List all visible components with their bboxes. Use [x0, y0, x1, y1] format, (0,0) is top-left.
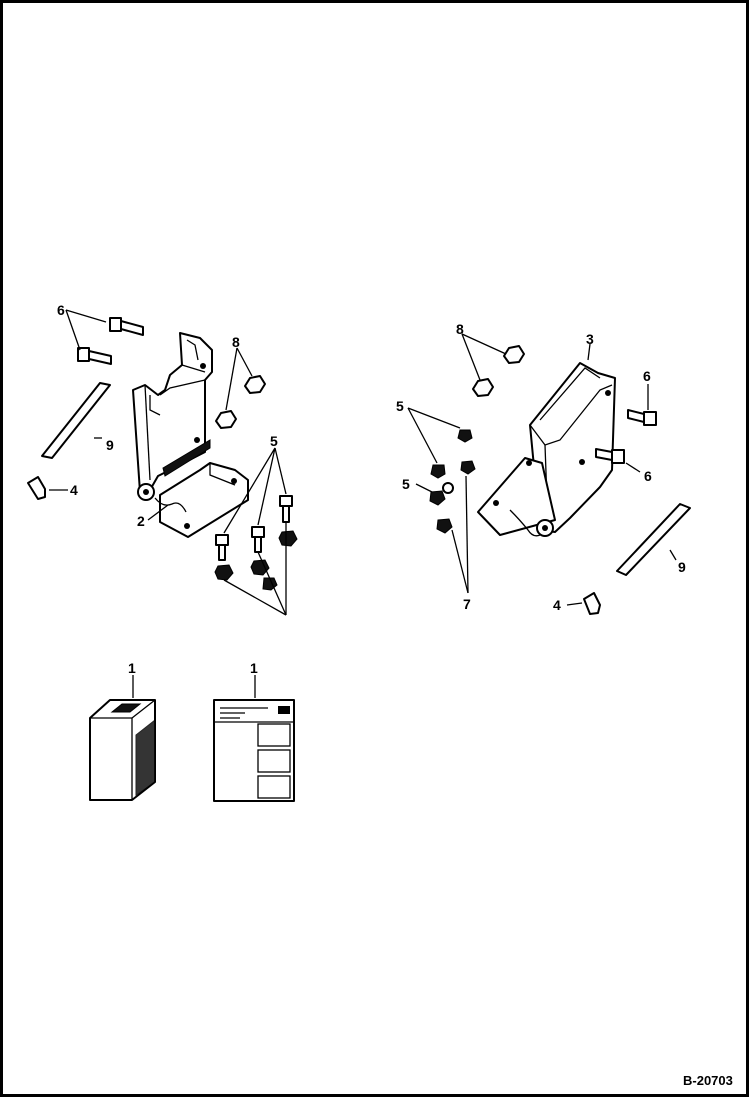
battery-box	[89, 699, 156, 801]
right-washer	[436, 518, 453, 534]
bolt-hole	[184, 523, 190, 529]
callout-7: 7	[463, 596, 471, 612]
right-nut-upper	[503, 345, 525, 364]
right-washer	[460, 460, 476, 475]
bolt-hole	[526, 460, 532, 466]
callout-4-left: 4	[70, 482, 78, 498]
bolt-hole	[194, 437, 200, 443]
left-mounting-bracket	[132, 332, 249, 538]
right-bolt-5	[457, 429, 473, 443]
right-pin	[616, 503, 691, 576]
bolt-hole	[579, 459, 585, 465]
callout-1-sheet: 1	[250, 660, 258, 676]
callout-6-right-upper: 6	[643, 368, 651, 384]
right-hex-bolt-lower	[595, 448, 625, 464]
callout-2: 2	[137, 513, 145, 529]
instruction-sheet	[213, 699, 295, 802]
bolt-hole	[493, 500, 499, 506]
callout-8-left: 8	[232, 334, 240, 350]
left-hex-bolt-upper	[109, 317, 144, 336]
callout-9-left: 9	[106, 437, 114, 453]
callout-5-right-lower: 5	[402, 476, 410, 492]
left-pin	[41, 382, 111, 459]
left-hex-bolt-lower	[77, 347, 112, 365]
left-bolt-5-b	[251, 526, 265, 553]
figure-reference: B-20703	[683, 1073, 733, 1088]
right-bolt-5	[430, 464, 446, 479]
left-nut-upper	[244, 375, 266, 394]
right-nut-lower	[472, 378, 494, 397]
callout-3: 3	[586, 331, 594, 347]
bolt-hole	[200, 363, 206, 369]
bolt-hole	[231, 478, 237, 484]
left-clip	[27, 476, 46, 500]
retaining-wire	[154, 497, 187, 513]
right-hex-bolt-upper	[627, 409, 657, 426]
leader-lines	[49, 309, 677, 698]
left-lock-nut	[278, 530, 298, 547]
left-bolt-5-c	[215, 534, 229, 561]
callout-6-left: 6	[57, 302, 65, 318]
callout-4-right: 4	[553, 597, 561, 613]
right-clip	[583, 592, 601, 615]
retaining-wire	[509, 509, 541, 537]
callout-1-battery: 1	[128, 660, 136, 676]
right-mounting-bracket	[477, 362, 616, 537]
left-lock-nut	[250, 559, 270, 576]
callout-5-left: 5	[270, 433, 278, 449]
left-lock-nut	[214, 564, 234, 581]
callout-5-right-upper: 5	[396, 398, 404, 414]
callout-6-right-lower: 6	[644, 468, 652, 484]
left-nut-lower	[215, 410, 237, 429]
callout-8-right: 8	[456, 321, 464, 337]
left-bolt-5-a	[279, 495, 293, 523]
bolt-hole	[605, 390, 611, 396]
right-washer	[442, 482, 454, 494]
right-bolt-5	[429, 490, 446, 506]
callout-9-right: 9	[678, 559, 686, 575]
